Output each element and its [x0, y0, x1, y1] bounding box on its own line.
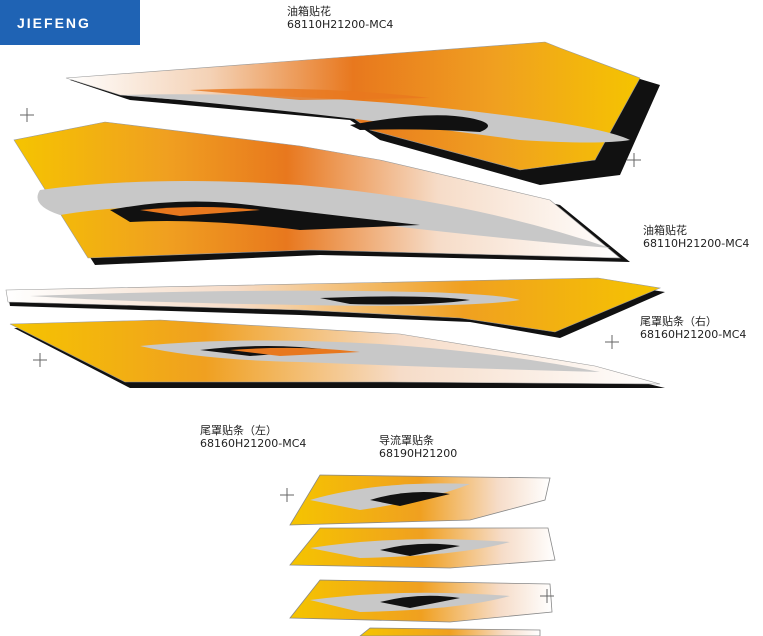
registration-mark [33, 353, 47, 367]
label-tail-left: 尾罩贴条（左） 68160H21200-MC4 [200, 424, 306, 450]
label-deflector-code: 68190H21200 [379, 447, 458, 460]
tank-decal-top [65, 41, 660, 185]
registration-mark [540, 589, 554, 603]
label-tank-right-cn: 油箱贴花 [643, 224, 687, 237]
label-tank-right-code: 68110H21200-MC4 [643, 237, 750, 250]
registration-marks [20, 108, 641, 603]
brand-logo-text: JIEFENG [17, 15, 91, 31]
deflector-strip-3 [289, 579, 553, 623]
label-deflector-cn: 导流罩贴条 [379, 434, 434, 447]
label-tail-left-code: 68160H21200-MC4 [200, 437, 307, 450]
brand-logo: JIEFENG [0, 0, 140, 45]
registration-mark [280, 488, 294, 502]
label-tail-right-cn: 尾罩贴条（右） [640, 315, 717, 328]
label-tank-right: 油箱贴花 68110H21200-MC4 [643, 224, 749, 250]
tank-decal-second [13, 121, 630, 265]
deflector-strip-4 [359, 627, 541, 636]
label-tail-left-cn: 尾罩贴条（左） [200, 424, 277, 437]
registration-mark [627, 153, 641, 167]
label-tank-top-cn: 油箱贴花 [287, 5, 331, 18]
label-tank-top: 油箱贴花 68110H21200-MC4 [287, 5, 393, 31]
label-tank-top-code: 68110H21200-MC4 [287, 18, 394, 31]
tail-strip-right [5, 277, 665, 338]
label-deflector: 导流罩贴条 68190H21200 [379, 434, 457, 460]
label-tail-right-code: 68160H21200-MC4 [640, 328, 747, 341]
deflector-strip-2 [289, 527, 556, 569]
registration-mark [605, 335, 619, 349]
label-tail-right: 尾罩贴条（右） 68160H21200-MC4 [640, 315, 746, 341]
registration-mark [20, 108, 34, 122]
tail-strip-left [9, 319, 665, 388]
deflector-strip-1 [289, 474, 551, 526]
